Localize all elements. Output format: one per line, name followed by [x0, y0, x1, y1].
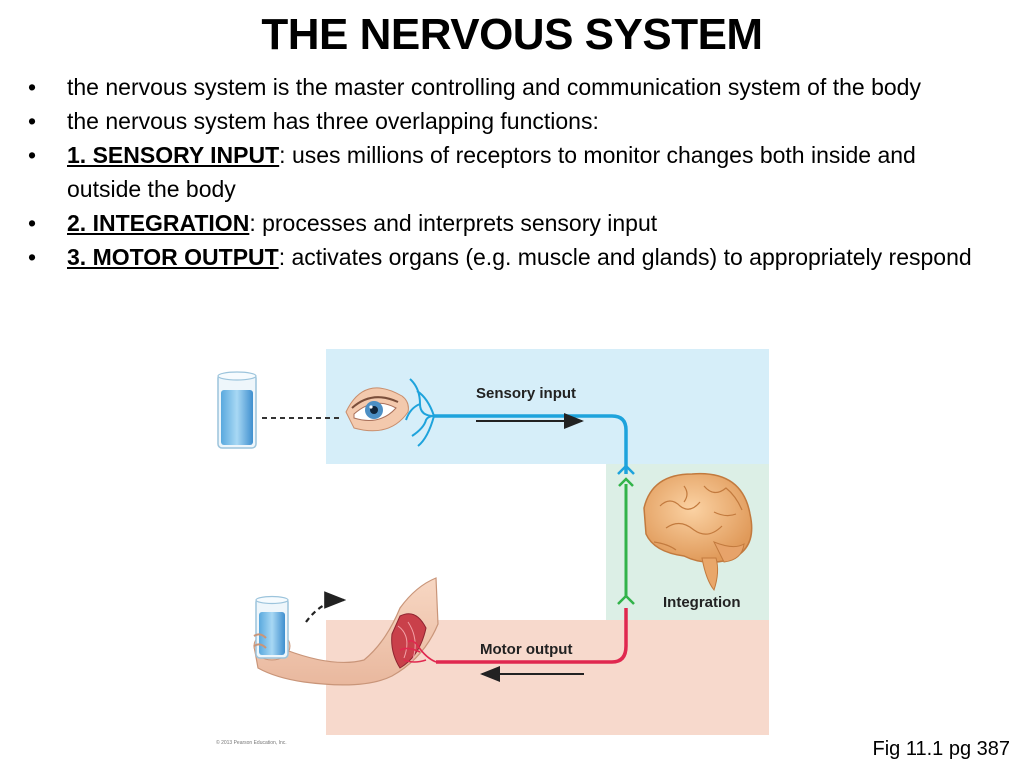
bullet-text: : uses millions of receptors to monitor … — [67, 142, 916, 202]
bullet-item: the nervous system has three overlapping… — [28, 104, 988, 138]
eye-icon — [345, 387, 409, 432]
bullet-term-motor-output: 3. MOTOR OUTPUT — [67, 244, 279, 270]
figure-credit: © 2013 Pearson Education, Inc. — [216, 740, 287, 746]
bullet-text: : processes and interprets sensory input — [249, 210, 658, 236]
bullet-text: the nervous system is the master control… — [67, 74, 921, 100]
water-glass-in-hand-icon — [253, 595, 289, 659]
bullet-term-sensory-input: 1. SENSORY INPUT — [67, 142, 280, 168]
nervous-system-diagram: Sensory input Integration Motor output — [217, 349, 769, 735]
bullet-term-integration: 2. INTEGRATION — [67, 210, 250, 236]
figure-reference: Fig 11.1 pg 387 — [872, 738, 1010, 760]
slide-title: THE NERVOUS SYSTEM — [261, 10, 763, 59]
bullet-text: the nervous system has three overlapping… — [67, 108, 599, 134]
brain-icon — [643, 472, 753, 592]
bullet-item: 3. MOTOR OUTPUT: activates organs (e.g. … — [28, 240, 988, 274]
sensory-receptor-icon — [405, 378, 435, 447]
bullet-text: : activates organs (e.g. muscle and glan… — [278, 244, 972, 270]
water-glass-icon — [217, 371, 257, 449]
bullet-item: the nervous system is the master control… — [28, 70, 988, 104]
bullet-item: 1. SENSORY INPUT: uses millions of recep… — [28, 138, 988, 206]
motor-output-label: Motor output — [480, 641, 572, 658]
bullet-item: 2. INTEGRATION: processes and interprets… — [28, 206, 988, 240]
sensory-input-label: Sensory input — [476, 385, 576, 402]
bullet-list: the nervous system is the master control… — [28, 70, 988, 274]
integration-label: Integration — [663, 594, 741, 611]
